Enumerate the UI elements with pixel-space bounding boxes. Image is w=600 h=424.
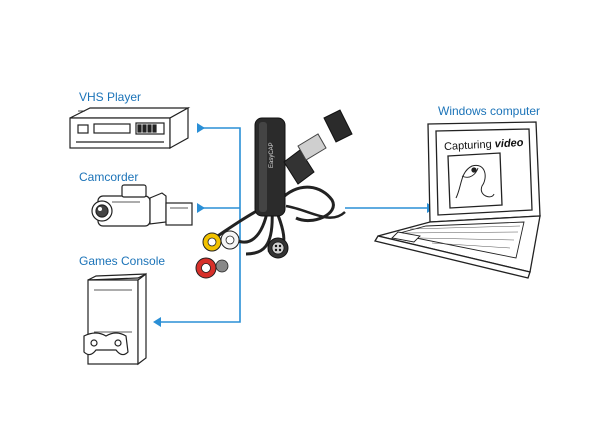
games-console bbox=[83, 272, 147, 366]
laptop-keyboard bbox=[395, 221, 525, 259]
camcorder-label: Camcorder bbox=[79, 170, 139, 184]
vhs-arrow bbox=[197, 123, 205, 133]
vhs-connector bbox=[158, 127, 241, 323]
easycap-device: EasyCAP bbox=[195, 109, 353, 279]
vhs-player bbox=[69, 106, 191, 150]
laptop bbox=[373, 121, 541, 279]
rca-plugs bbox=[195, 230, 240, 279]
s-video-connector bbox=[267, 237, 289, 259]
windows-computer-label: Windows computer bbox=[438, 104, 541, 118]
camcorder bbox=[91, 184, 193, 227]
games-arrow bbox=[153, 317, 161, 327]
video-frame bbox=[447, 152, 503, 209]
connector-lines bbox=[158, 127, 430, 323]
camcorder-arrow bbox=[197, 203, 205, 213]
games-console-label: Games Console bbox=[79, 254, 166, 268]
laptop-touchpad bbox=[391, 231, 421, 243]
gamepad bbox=[83, 332, 129, 356]
vhs-player-label: VHS Player bbox=[79, 90, 142, 104]
device-brand: EasyCAP bbox=[269, 142, 275, 168]
